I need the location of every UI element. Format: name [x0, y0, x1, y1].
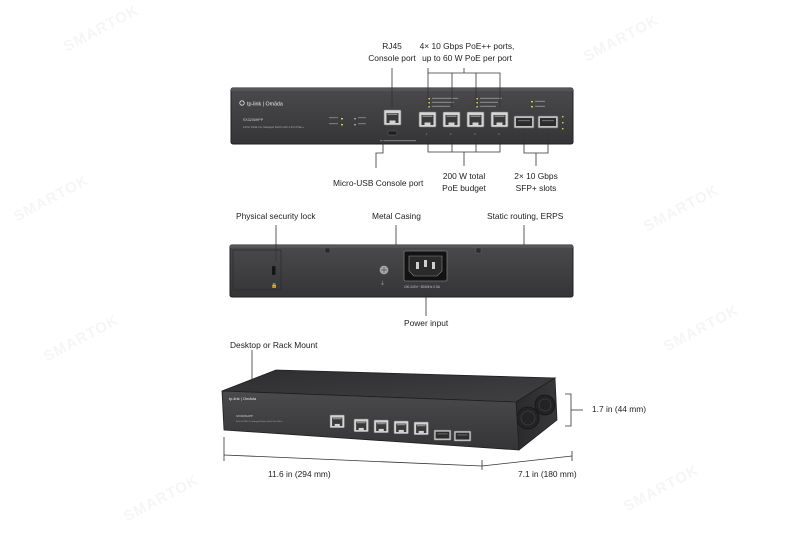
model-description: 6-Port 10GE L2+ Managed Switch with 4-Po… — [243, 125, 305, 129]
brand-logo-text: tp-link | Omāda — [229, 396, 257, 401]
sfp-slots-callout: 2× 10 Gbps SFP+ slots — [506, 171, 566, 194]
lock-icon: 🔒 — [271, 282, 277, 289]
depth-dimension: 7.1 in (180 mm) — [518, 469, 577, 479]
security-lock-callout: Physical security lock — [236, 211, 316, 221]
svg-text:2: 2 — [450, 132, 452, 136]
dimension-lines — [223, 350, 583, 470]
callout-line-2: up to 60 W PoE per port — [422, 52, 512, 63]
microusb-console-callout: Micro-USB Console port — [333, 178, 424, 188]
model-label: SX3206HPP — [243, 118, 264, 122]
poe-port-4[interactable] — [413, 421, 429, 436]
callout-line-1: 2× 10 Gbps — [514, 171, 558, 181]
sfp-slots — [513, 100, 564, 130]
sfp-slot-6[interactable] — [537, 115, 559, 129]
power-input-callout: Power input — [404, 318, 449, 328]
perspective-view-switch: tp-link | Omāda SX3206HPP 6-Port 10GE L2… — [221, 369, 558, 451]
security-lock-slot[interactable] — [272, 266, 276, 275]
ground-screw-icon: ⏚ — [379, 265, 389, 287]
screw-icon — [324, 247, 331, 254]
sfp-slot-5[interactable] — [513, 115, 535, 129]
poe-ports-callout: 4× 10 Gbps PoE++ ports, up to 60 W PoE p… — [407, 41, 527, 64]
poe-budget-callout: 200 W total PoE budget — [428, 171, 500, 194]
mount-type-callout: Desktop or Rack Mount — [230, 340, 318, 350]
svg-text:3: 3 — [474, 132, 476, 136]
static-routing-callout: Static routing, ERPS — [487, 211, 564, 221]
rj45-console-port[interactable] — [383, 109, 402, 126]
callout-line-1: 4× 10 Gbps PoE++ ports, — [419, 41, 515, 51]
poe-port-3[interactable] — [393, 420, 409, 435]
poe-ports: 1 2 3 4 — [418, 97, 509, 136]
poe-port-2[interactable] — [373, 419, 389, 434]
callout-line-2: PoE budget — [442, 182, 486, 193]
poe-port-3[interactable] — [466, 111, 485, 128]
poe-port-1[interactable] — [353, 418, 369, 433]
tp-link-logo: tp-link | Omāda — [239, 100, 283, 108]
front-callout-lines — [375, 68, 549, 168]
power-rating-label: 100-240V~ 50/60Hz 0.5A — [404, 285, 441, 289]
power-socket[interactable]: 100-240V~ 50/60Hz 0.5A — [403, 250, 448, 289]
poe-port-2[interactable] — [442, 111, 461, 128]
callout-line-1: 200 W total — [442, 171, 486, 181]
micro-usb-console-port[interactable] — [387, 130, 398, 136]
poe-port-4[interactable] — [490, 111, 509, 128]
callout-line-1: RJ45 — [382, 41, 402, 51]
brand-logo-text: tp-link | Omāda — [247, 102, 283, 108]
front-view-switch: tp-link | Omāda SX3206HPP 6-Port 10GE L2… — [230, 87, 574, 145]
sfp-slot-6[interactable] — [453, 430, 472, 442]
poe-port-1[interactable] — [418, 111, 437, 128]
screw-icon — [475, 247, 482, 254]
height-dimension: 1.7 in (44 mm) — [592, 404, 646, 414]
callout-line-2: Console port — [368, 52, 416, 63]
model-description: 6-Port 10GE L2+ Managed Switch with 4-Po… — [236, 420, 284, 423]
svg-text:⏚: ⏚ — [380, 280, 385, 287]
model-label: SX3206HPP — [236, 414, 253, 418]
status-leds — [329, 117, 366, 126]
sfp-slot-5[interactable] — [433, 429, 452, 441]
rj45-console-callout: RJ45 Console port — [355, 41, 429, 64]
svg-text:4: 4 — [498, 132, 500, 136]
metal-casing-callout: Metal Casing — [372, 211, 421, 221]
fan-vents — [516, 394, 556, 430]
svg-text:1: 1 — [426, 132, 428, 136]
width-dimension: 11.6 in (294 mm) — [268, 469, 331, 479]
callout-line-2: SFP+ slots — [515, 182, 557, 193]
rj45-console-port[interactable] — [329, 414, 345, 429]
rear-callout-lines — [275, 225, 525, 316]
rear-view-switch: 🔒 ⏚ 100-240V~ 50/60Hz 0.5A — [229, 244, 574, 298]
